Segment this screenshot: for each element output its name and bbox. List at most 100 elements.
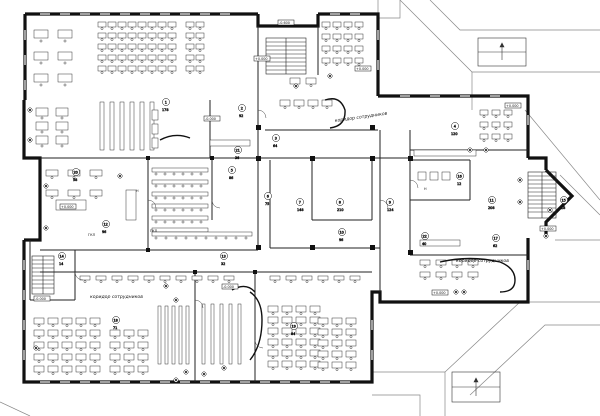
bench-row [151, 191, 209, 197]
chair [65, 348, 69, 351]
desk [147, 65, 157, 72]
desk [97, 21, 107, 28]
plant-icon [222, 366, 226, 370]
cubicle [55, 121, 69, 131]
desk [33, 329, 45, 337]
chair [141, 336, 145, 339]
chair [234, 236, 238, 240]
chair [51, 348, 55, 351]
bench-row [151, 179, 209, 185]
chair [63, 39, 67, 43]
desk [127, 54, 137, 61]
chair [79, 324, 83, 327]
chair [72, 196, 76, 199]
desk [479, 133, 489, 140]
chair [349, 335, 353, 338]
desk [195, 21, 205, 28]
chair [198, 27, 202, 30]
desk [332, 57, 342, 64]
desk-row [210, 303, 215, 365]
chair [37, 360, 41, 363]
desk [419, 259, 431, 266]
desk [109, 341, 121, 349]
plant-icon [28, 108, 32, 112]
chair [313, 345, 317, 348]
desk [33, 353, 45, 361]
chair [39, 39, 43, 43]
chair [79, 372, 83, 375]
desk [107, 32, 117, 39]
chair [335, 51, 339, 54]
chair [110, 38, 114, 41]
chair [140, 27, 144, 30]
chair [271, 356, 275, 359]
desk [79, 275, 91, 281]
staircase-north [265, 37, 307, 75]
desk [89, 341, 101, 349]
desk [267, 349, 279, 357]
desk [61, 329, 73, 337]
level-mark: +0.000 [541, 227, 554, 231]
chair [198, 60, 202, 63]
desk [185, 21, 195, 28]
plant-icon [518, 200, 522, 204]
chair [455, 265, 459, 268]
desk [127, 275, 139, 281]
desk [321, 21, 331, 28]
desk [491, 121, 501, 128]
chair [147, 280, 151, 283]
desk [33, 341, 45, 349]
chair [72, 176, 76, 179]
chair [163, 208, 167, 212]
staircase-east [527, 171, 557, 219]
chair [110, 27, 114, 30]
chair [325, 106, 329, 109]
plant-icon [294, 84, 298, 88]
chair [198, 38, 202, 41]
chair [120, 60, 124, 63]
chair [60, 130, 64, 134]
desk [333, 275, 345, 281]
desk-row [157, 305, 162, 365]
chair [199, 208, 203, 212]
desk [479, 121, 489, 128]
chair [285, 312, 289, 315]
interior-walls [29, 26, 528, 382]
svg-text:16: 16 [458, 174, 462, 178]
desk [332, 21, 342, 28]
level-mark: +0.000 [356, 67, 369, 71]
chair [321, 346, 325, 349]
desk [151, 123, 159, 135]
chair [353, 280, 357, 283]
desk [61, 317, 73, 325]
desk-row [99, 101, 105, 151]
desk [147, 54, 157, 61]
desk [167, 43, 177, 50]
chair [311, 106, 315, 109]
chair [174, 236, 178, 240]
desk [354, 21, 364, 28]
chair [93, 336, 97, 339]
cubicle [55, 107, 69, 117]
chair [494, 127, 498, 130]
chair [204, 236, 208, 240]
svg-text:12: 12 [104, 222, 108, 226]
chair [313, 323, 317, 326]
svg-text:75: 75 [265, 202, 269, 206]
desk [123, 341, 135, 349]
chair [289, 280, 293, 283]
chair [199, 220, 203, 224]
desk [117, 21, 127, 28]
chair [172, 208, 176, 212]
chair [349, 368, 353, 371]
desk [321, 57, 331, 64]
desk [503, 133, 513, 140]
desk [157, 54, 167, 61]
